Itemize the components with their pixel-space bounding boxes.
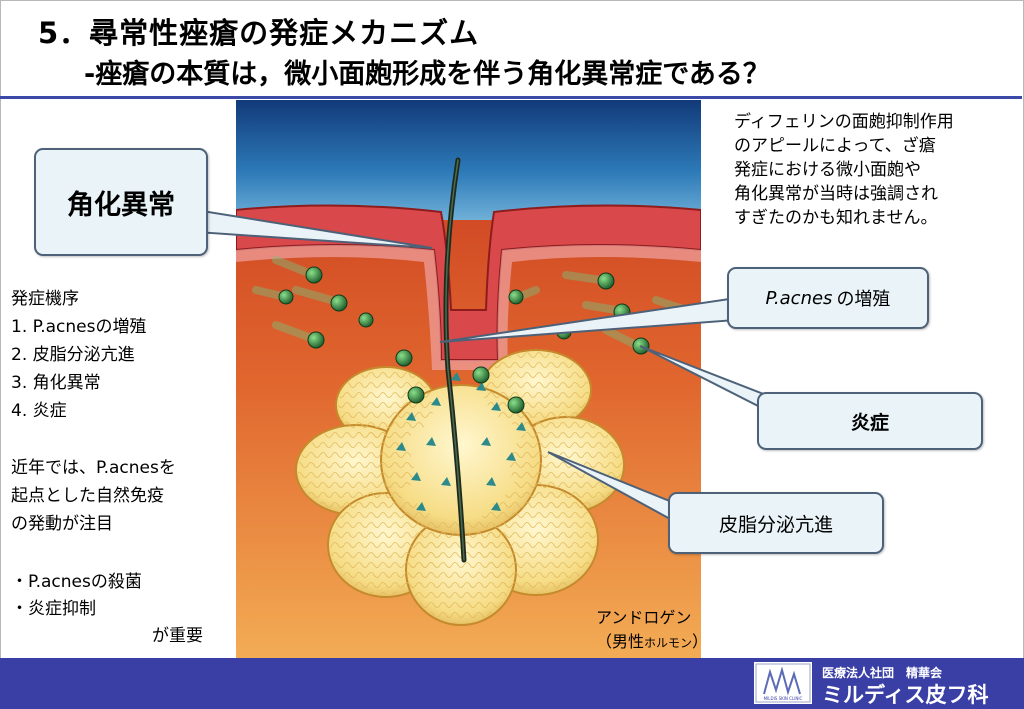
mechanism-item: 3. 角化異常 <box>11 373 101 393</box>
inflammation-pointer <box>639 345 767 412</box>
keratinization-callout: 角化異常 <box>34 148 208 256</box>
mechanism-item: 4. 炎症 <box>11 401 67 421</box>
bullet-item: ・炎症抑制 <box>11 599 96 619</box>
mechanism-item: 2. 皮脂分泌亢進 <box>11 345 135 365</box>
clinic-logo: MILDIS SKIN CLINIC <box>754 662 812 704</box>
androgen-sub-small: ホルモン <box>644 636 693 650</box>
footer-bar <box>0 658 1024 709</box>
androgen-label: アンドロゲン （男性ホルモン） <box>596 606 708 655</box>
title-divider <box>0 96 1022 99</box>
acne-follicle-illustration <box>236 100 701 662</box>
pacnes-name: P.acnes <box>765 287 833 309</box>
commentary-line: 角化異常が当時は強調され <box>734 184 938 204</box>
commentary-note: ディフェリンの面皰抑制作用 のアピールによって、ざ瘡 発症における微小面皰や 角… <box>734 110 954 230</box>
recent-text-line: 近年では、P.acnesを <box>11 458 176 478</box>
clinic-logo-mark: MILDIS SKIN CLINIC <box>755 663 811 703</box>
androgen-subtitle: （男性ホルモン） <box>596 630 708 655</box>
sebum-callout: 皮脂分泌亢進 <box>668 492 884 554</box>
recent-text-line: の発動が注目 <box>11 514 113 534</box>
pacnes-pointer <box>439 296 737 343</box>
clinic-name: ミルディス皮フ科 <box>822 683 989 707</box>
androgen-sub-open: （男性 <box>596 632 645 651</box>
commentary-line: 発症における微小面皰や <box>734 160 921 180</box>
recent-text-line: 起点とした自然免疫 <box>11 486 164 506</box>
conclusion-text: が重要 <box>152 626 203 646</box>
keratinization-pointer <box>195 208 433 249</box>
clinic-logo-text: MILDIS SKIN CLINIC <box>764 696 803 701</box>
commentary-line: すぎたのかも知れません。 <box>734 208 938 228</box>
mechanism-heading: 発症機序 <box>11 289 79 309</box>
slide-title: 5．尋常性痤瘡の発症メカニズム <box>38 16 480 50</box>
commentary-line: ディフェリンの面皰抑制作用 <box>734 112 954 132</box>
slide-subtitle: -痤瘡の本質は，微小面皰形成を伴う角化異常症である？ <box>84 59 770 90</box>
pacnes-suffix: の増殖 <box>836 289 891 310</box>
bullet-item: ・P.acnesの殺菌 <box>11 572 142 592</box>
androgen-title: アンドロゲン <box>596 608 692 627</box>
androgen-sub-close: ） <box>692 632 709 651</box>
clinic-organization: 医療法人社団 精華会 <box>822 666 943 680</box>
inflammation-callout: 炎症 <box>757 392 983 450</box>
commentary-line: のアピールによって、ざ瘡 <box>734 136 936 156</box>
sebum-pointer <box>547 451 673 522</box>
mechanism-item: 1. P.acnesの増殖 <box>11 317 147 337</box>
